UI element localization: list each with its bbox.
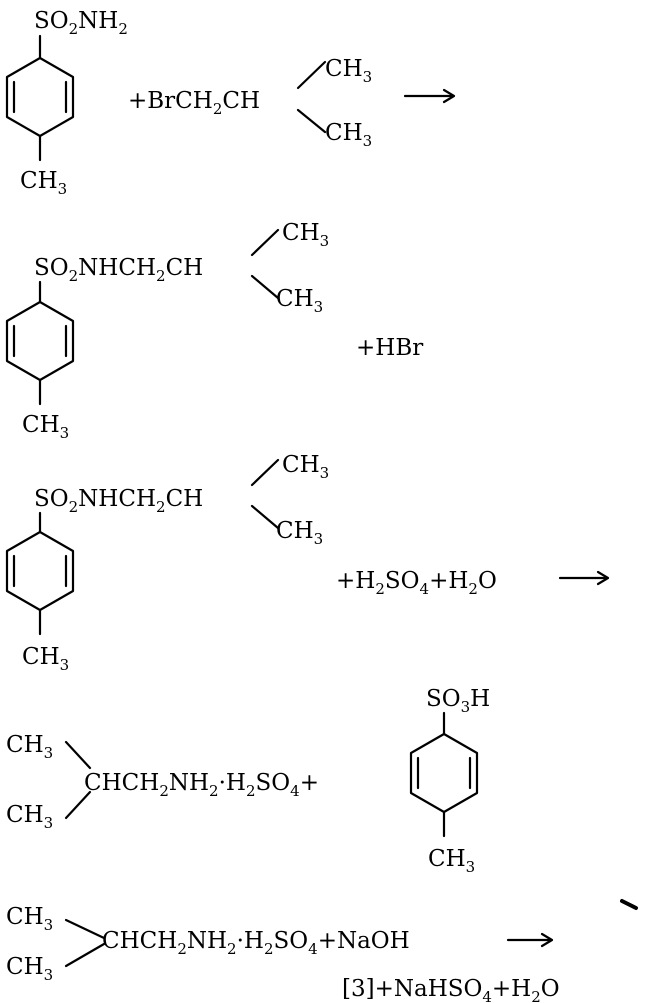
ring-methyl: CH3 [22,412,69,442]
reaction-5: CH3 CH3 CHCH2NH2·H2SO4+NaOH [3]+NaHSO4+H… [6,899,638,1003]
amine-sulfate-naoh: CHCH2NH2·H2SO4+NaOH [102,928,410,958]
benzene-ring [5,530,75,612]
benzene-ring [409,732,479,814]
methyl-bottom: CH3 [6,954,53,984]
benzene-ring [5,56,75,138]
reaction-3: SO2NHCH2CH CH3 CH3 CH3 +H2SO4+H2O [5,452,610,674]
sulfonamide-chain: SO2NHCH2CH [34,486,203,516]
reaction-arrow-5 [506,932,554,948]
branch-methyl-bottom: CH3 [276,286,323,316]
sulfonic-acid-group: SO3H [426,686,490,716]
benzene-ring [5,300,75,382]
branch-methyl-bottom: CH3 [325,120,372,150]
branch-bond-up [64,918,106,940]
branch-methyl-bottom: CH3 [276,518,323,548]
branch-bond-down [250,504,280,530]
branch-bond-up [296,60,327,90]
reaction-arrow-1 [403,88,456,104]
branch-bond-down [250,274,280,300]
branch-methyl-top: CH3 [282,452,329,482]
stray-mark [620,899,638,910]
methyl-top: CH3 [6,904,53,934]
sulfonamide-chain: SO2NHCH2CH [34,255,203,285]
hbr-byproduct: +HBr [356,335,423,361]
ring-methyl: CH3 [428,846,475,876]
branch-bond-down [64,790,92,820]
branch-bond-up [250,458,280,487]
branch-bond-up [64,740,92,770]
branch-bond-up [250,228,280,257]
reaction-arrow-3 [558,570,610,586]
branch-methyl-top: CH3 [282,220,329,250]
branch-methyl-top: CH3 [325,56,372,86]
acid-water-reagents: +H2SO4+H2O [336,568,497,598]
sulfonamide-group: SO2NH2 [34,8,128,38]
reaction-1: SO2NH2 CH3 +BrCH2CH CH3 CH3 [5,8,456,198]
branch-bond-down [296,108,327,134]
ring-methyl: CH3 [22,644,69,674]
amine-sulfate-salt: CHCH2NH2·H2SO4+ [84,770,319,800]
methyl-bottom: CH3 [6,802,53,832]
methyl-top: CH3 [6,732,53,762]
alkyl-bromide: +BrCH2CH [128,88,260,118]
reaction-2: SO2NHCH2CH CH3 CH3 CH3 +HBr [5,220,423,442]
reaction-4: CH3 CH3 CHCH2NH2·H2SO4+ SO3H CH3 [6,686,490,876]
ring-methyl: CH3 [20,168,67,198]
final-products: [3]+NaHSO4+H2O [342,976,560,1003]
branch-bond-down [64,942,106,968]
